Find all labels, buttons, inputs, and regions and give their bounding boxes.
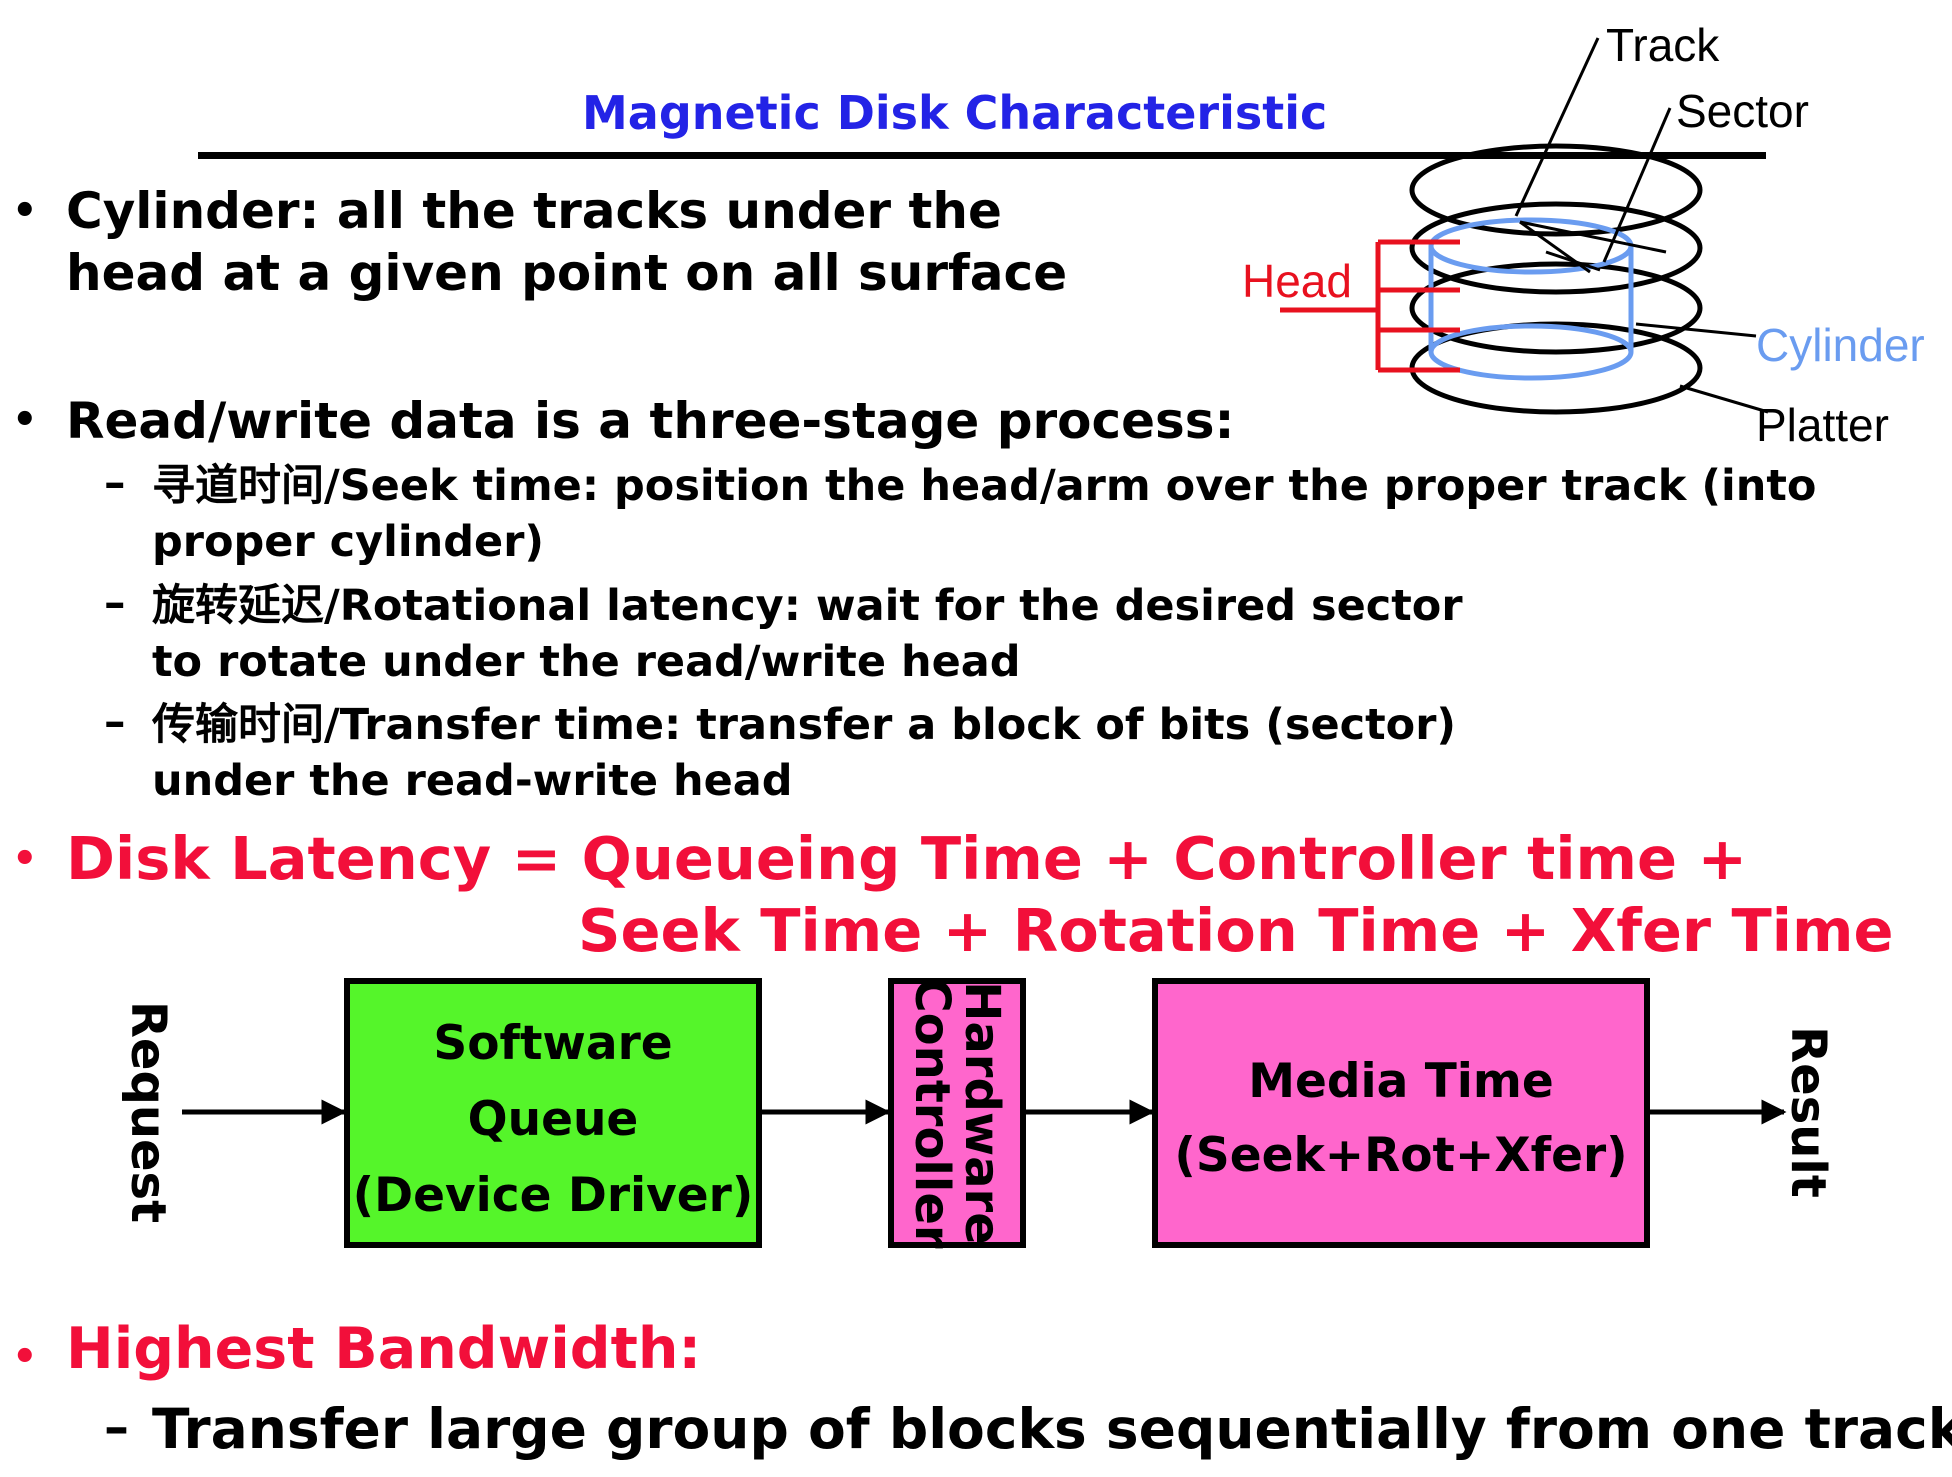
hardware-controller-box: Hardware Controller: [888, 977, 1026, 1249]
software-queue-box: Software Queue (Device Driver): [344, 978, 762, 1248]
track-label: Track: [1606, 19, 1720, 71]
stage-seek-line2: proper cylinder): [152, 517, 545, 567]
sector-label: Sector: [1676, 85, 1809, 137]
latency-formula-line1: Disk Latency = Queueing Time + Controlle…: [66, 824, 1748, 893]
head-arms: [1280, 239, 1460, 373]
stage-rotation-line1: 旋转延迟/Rotational latency: wait for the de…: [152, 581, 1463, 631]
slide-title: Magnetic Disk Characteristic: [582, 86, 1328, 140]
stage-seek-line1: 寻道时间/Seek time: position the head/arm ov…: [152, 461, 1817, 511]
media-time-box: Media Time (Seek+Rot+Xfer): [1152, 978, 1650, 1248]
bullet-cylinder-line2: head at a given point on all surface: [66, 244, 1068, 302]
media-time-line1: Media Time: [1248, 1054, 1554, 1109]
track-pointer: [1514, 37, 1600, 217]
dash-marker: –: [104, 697, 126, 747]
cylinder-label: Cylinder: [1756, 319, 1925, 371]
platter-label: Platter: [1756, 399, 1889, 451]
stage-transfer-line2: under the read-write head: [152, 756, 793, 806]
dash-marker: –: [104, 578, 126, 628]
platter-ellipse: [1409, 201, 1703, 295]
bullet-readwrite: Read/write data is a three-stage process…: [66, 392, 1235, 450]
dash-marker: –: [104, 458, 126, 508]
software-queue-line3: (Device Driver): [352, 1168, 754, 1223]
platter-ellipse: [1409, 261, 1703, 355]
stage-rotation-line2: to rotate under the read/write head: [152, 637, 1021, 687]
title-rule: [198, 152, 1766, 159]
bandwidth-heading: Highest Bandwidth:: [66, 1316, 702, 1382]
head-label: Head: [1242, 255, 1352, 307]
bullet-cylinder-line1: Cylinder: all the tracks under the: [66, 182, 1002, 240]
latency-formula-line2: Seek Time + Rotation Time + Xfer Time: [578, 896, 1894, 965]
sector-pointer: [1602, 107, 1672, 263]
bandwidth-item: Transfer large group of blocks sequentia…: [152, 1397, 1952, 1461]
platter-pointer: [1679, 384, 1769, 414]
media-time-line2: (Seek+Rot+Xfer): [1174, 1128, 1628, 1183]
software-queue-line1: Software: [433, 1016, 673, 1071]
bullet-dot: •: [12, 188, 38, 234]
platter-ellipse: [1409, 143, 1703, 237]
software-queue-line2: Queue: [467, 1092, 639, 1147]
bullet-dot: •: [12, 836, 38, 882]
dash-marker: –: [104, 1398, 129, 1456]
bullet-dot: •: [12, 1334, 38, 1380]
cylinder-shape: [1428, 217, 1634, 381]
cylinder-pointer: [1635, 322, 1757, 338]
bullet-dot: •: [12, 397, 38, 443]
stage-transfer-line1: 传输时间/Transfer time: transfer a block of …: [152, 700, 1457, 750]
